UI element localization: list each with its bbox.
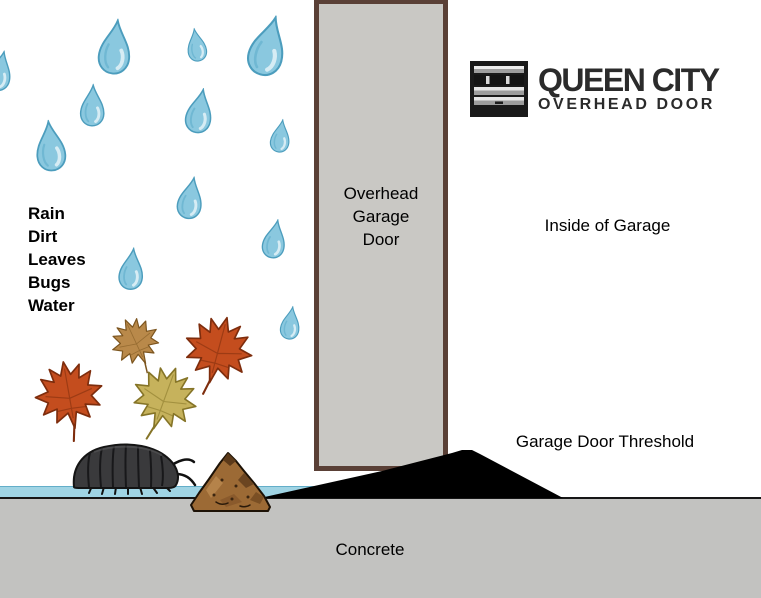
threshold-label: Garage Door Threshold: [515, 432, 695, 451]
debris-item-water: Water: [28, 296, 75, 315]
debris-item-leaves: Leaves: [28, 250, 86, 269]
raindrop-icon: [239, 10, 296, 83]
raindrop-icon: [31, 116, 71, 177]
garage-door-icon: [470, 61, 528, 117]
raindrop-icon: [93, 15, 137, 79]
logo-text: QUEEN CITY OVERHEAD DOOR: [538, 62, 720, 113]
overhead-garage-door: Overhead Garage Door: [314, 0, 448, 471]
door-label-line: Door: [362, 230, 400, 249]
raindrop-icon: [77, 83, 108, 129]
raindrop-icon: [170, 173, 210, 222]
concrete-floor: [0, 497, 761, 598]
concrete-label: Concrete: [335, 540, 405, 559]
debris-item-rain: Rain: [28, 204, 65, 223]
inside-garage-label: Inside of Garage: [544, 216, 671, 235]
threshold-shape: [0, 440, 600, 500]
raindrop-icon: [257, 214, 292, 264]
debris-item-bugs: Bugs: [28, 273, 71, 292]
maple-leaf-icon: [17, 351, 122, 450]
raindrop-icon: [277, 304, 305, 343]
raindrop-icon: [115, 245, 149, 294]
logo-brand-name: QUEEN CITY: [538, 62, 720, 98]
dirt-pile-icon: [186, 450, 274, 514]
pill-bug-icon: [64, 440, 197, 495]
queen-city-logo: QUEEN CITY OVERHEAD DOOR: [470, 61, 720, 117]
debris-item-dirt: Dirt: [28, 227, 58, 246]
raindrop-icon: [182, 25, 210, 66]
door-label: Overhead Garage Door: [319, 182, 443, 251]
debris-list: Rain Dirt Leaves Bugs Water: [28, 202, 86, 317]
raindrop-icon: [266, 116, 294, 157]
logo-tagline: OVERHEAD DOOR: [538, 96, 715, 113]
door-label-line: Overhead: [343, 184, 419, 203]
raindrop-icon: [0, 48, 18, 95]
door-label-line: Garage: [352, 207, 410, 226]
raindrop-icon: [180, 84, 219, 139]
